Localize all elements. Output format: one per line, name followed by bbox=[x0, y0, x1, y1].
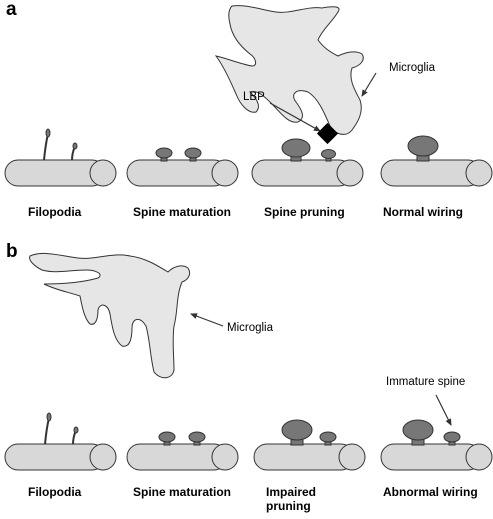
spine-head bbox=[184, 147, 202, 159]
spine-head bbox=[319, 431, 337, 443]
caption-spine-pruning-a: Spine pruning bbox=[264, 205, 345, 219]
dendrite-abnormal-wiring-b bbox=[380, 419, 493, 471]
dendrite-normal-wiring-a bbox=[380, 135, 493, 187]
dendrite-spine-pruning-a bbox=[251, 138, 364, 187]
panel-label-b: b bbox=[6, 241, 18, 262]
microglia-label-a: Microglia bbox=[389, 62, 436, 74]
caption-filopodia-a: Filopodia bbox=[28, 205, 82, 219]
dendrite-spine-maturation-a bbox=[126, 147, 239, 187]
spine-head bbox=[158, 431, 176, 443]
panel-a bbox=[4, 5, 493, 187]
dendrite-spine-maturation-b bbox=[126, 431, 239, 471]
microglia-b bbox=[29, 252, 191, 379]
caption-impaired-b: Impaired bbox=[266, 485, 317, 499]
spine-head bbox=[281, 138, 311, 158]
immature-spine-label: Immature spine bbox=[386, 376, 466, 388]
panel-b bbox=[4, 252, 493, 471]
lbp-label: LBP bbox=[243, 91, 265, 103]
dendrite-filopodia-b bbox=[4, 412, 117, 471]
caption-spine-maturation-b: Spine maturation bbox=[133, 485, 232, 499]
caption-filopodia-b: Filopodia bbox=[28, 485, 82, 499]
filopodium bbox=[44, 417, 50, 445]
spine-head bbox=[281, 419, 313, 441]
dendrite-filopodia-a bbox=[4, 128, 117, 187]
caption-pruning-b: pruning bbox=[266, 499, 311, 513]
panel-label-a: a bbox=[6, 0, 17, 20]
spine-head bbox=[155, 147, 173, 159]
spine-head bbox=[188, 431, 206, 443]
spine-head bbox=[407, 135, 439, 157]
microglia-a bbox=[214, 5, 364, 135]
microglia-label-b: Microglia bbox=[227, 322, 274, 334]
spine-head bbox=[321, 149, 336, 159]
immature-spine-head bbox=[443, 431, 461, 443]
caption-spine-maturation-a: Spine maturation bbox=[133, 205, 232, 219]
spine-head bbox=[402, 419, 434, 441]
dendrite-impaired-pruning-b bbox=[253, 419, 366, 471]
caption-normal-wiring-a: Normal wiring bbox=[383, 205, 464, 219]
caption-abnormal-wiring-b: Abnormal wiring bbox=[383, 485, 478, 499]
filopodium bbox=[43, 133, 49, 161]
